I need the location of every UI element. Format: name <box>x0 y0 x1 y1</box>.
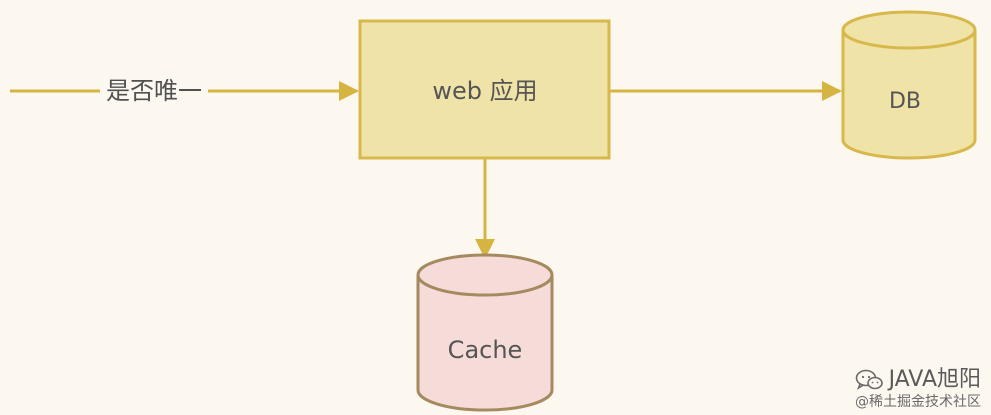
web-app-label: web 应用 <box>432 77 538 105</box>
watermark-channel: JAVA旭阳 <box>888 367 981 392</box>
watermark: JAVA旭阳 @稀土掘金技术社区 <box>855 367 981 411</box>
input-label: 是否唯一 <box>100 76 208 106</box>
cache-label: Cache <box>447 336 523 364</box>
db-label: DB <box>888 89 922 114</box>
db-cylinder <box>841 10 977 160</box>
web-app-box <box>358 19 611 160</box>
watermark-credit: @稀土掘金技术社区 <box>855 394 981 410</box>
watermark-channel-row: JAVA旭阳 <box>855 367 981 393</box>
wechat-icon <box>855 369 883 390</box>
cache-cylinder <box>416 253 554 412</box>
